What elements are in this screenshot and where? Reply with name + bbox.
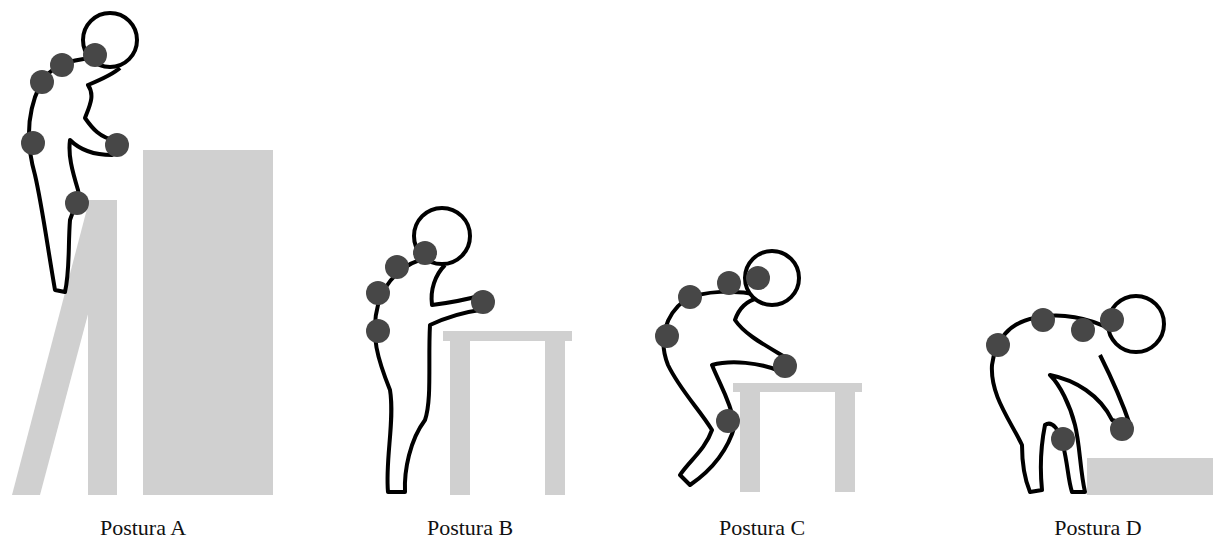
table-top: [733, 383, 862, 392]
joint-marker: [83, 43, 107, 67]
table-leg: [545, 341, 565, 495]
joint-marker: [773, 354, 797, 378]
head: [745, 251, 799, 305]
table-leg: [450, 341, 470, 495]
joint-marker: [1110, 417, 1134, 441]
cabinet: [143, 150, 273, 495]
joint-marker: [366, 281, 390, 305]
table-leg: [740, 392, 760, 492]
joint-marker: [50, 53, 74, 77]
joint-markers: [366, 241, 495, 343]
joint-marker: [65, 191, 89, 215]
joint-marker: [366, 319, 390, 343]
joint-marker: [1100, 308, 1124, 332]
joint-marker: [717, 271, 741, 295]
head: [414, 208, 470, 264]
ladder-post: [88, 200, 117, 495]
joint-marker: [105, 133, 129, 157]
table-top: [443, 331, 572, 341]
joint-marker: [986, 333, 1010, 357]
joint-marker: [385, 255, 409, 279]
floor-box: [1087, 458, 1213, 495]
joint-marker: [678, 285, 702, 309]
joint-marker: [413, 241, 437, 265]
joint-marker: [716, 409, 740, 433]
joint-marker: [655, 324, 679, 348]
body-outline: [992, 316, 1130, 492]
joint-marker: [746, 266, 770, 290]
joint-marker: [1031, 308, 1055, 332]
posture-caption: Postura C: [719, 517, 805, 539]
joint-markers: [21, 43, 129, 215]
joint-markers: [655, 266, 797, 433]
body-outline: [663, 292, 790, 485]
joint-marker: [21, 131, 45, 155]
posture-caption: Postura D: [1054, 517, 1141, 539]
head: [83, 13, 137, 67]
posture-caption: Postura A: [100, 517, 186, 539]
joint-marker: [1071, 318, 1095, 342]
body-outline: [375, 258, 483, 492]
joint-marker: [471, 290, 495, 314]
posture-caption: Postura B: [427, 517, 513, 539]
joint-markers: [986, 308, 1134, 451]
joint-marker: [30, 70, 54, 94]
joint-marker: [1051, 427, 1075, 451]
table-leg: [835, 392, 855, 492]
body-outline: [29, 58, 120, 292]
